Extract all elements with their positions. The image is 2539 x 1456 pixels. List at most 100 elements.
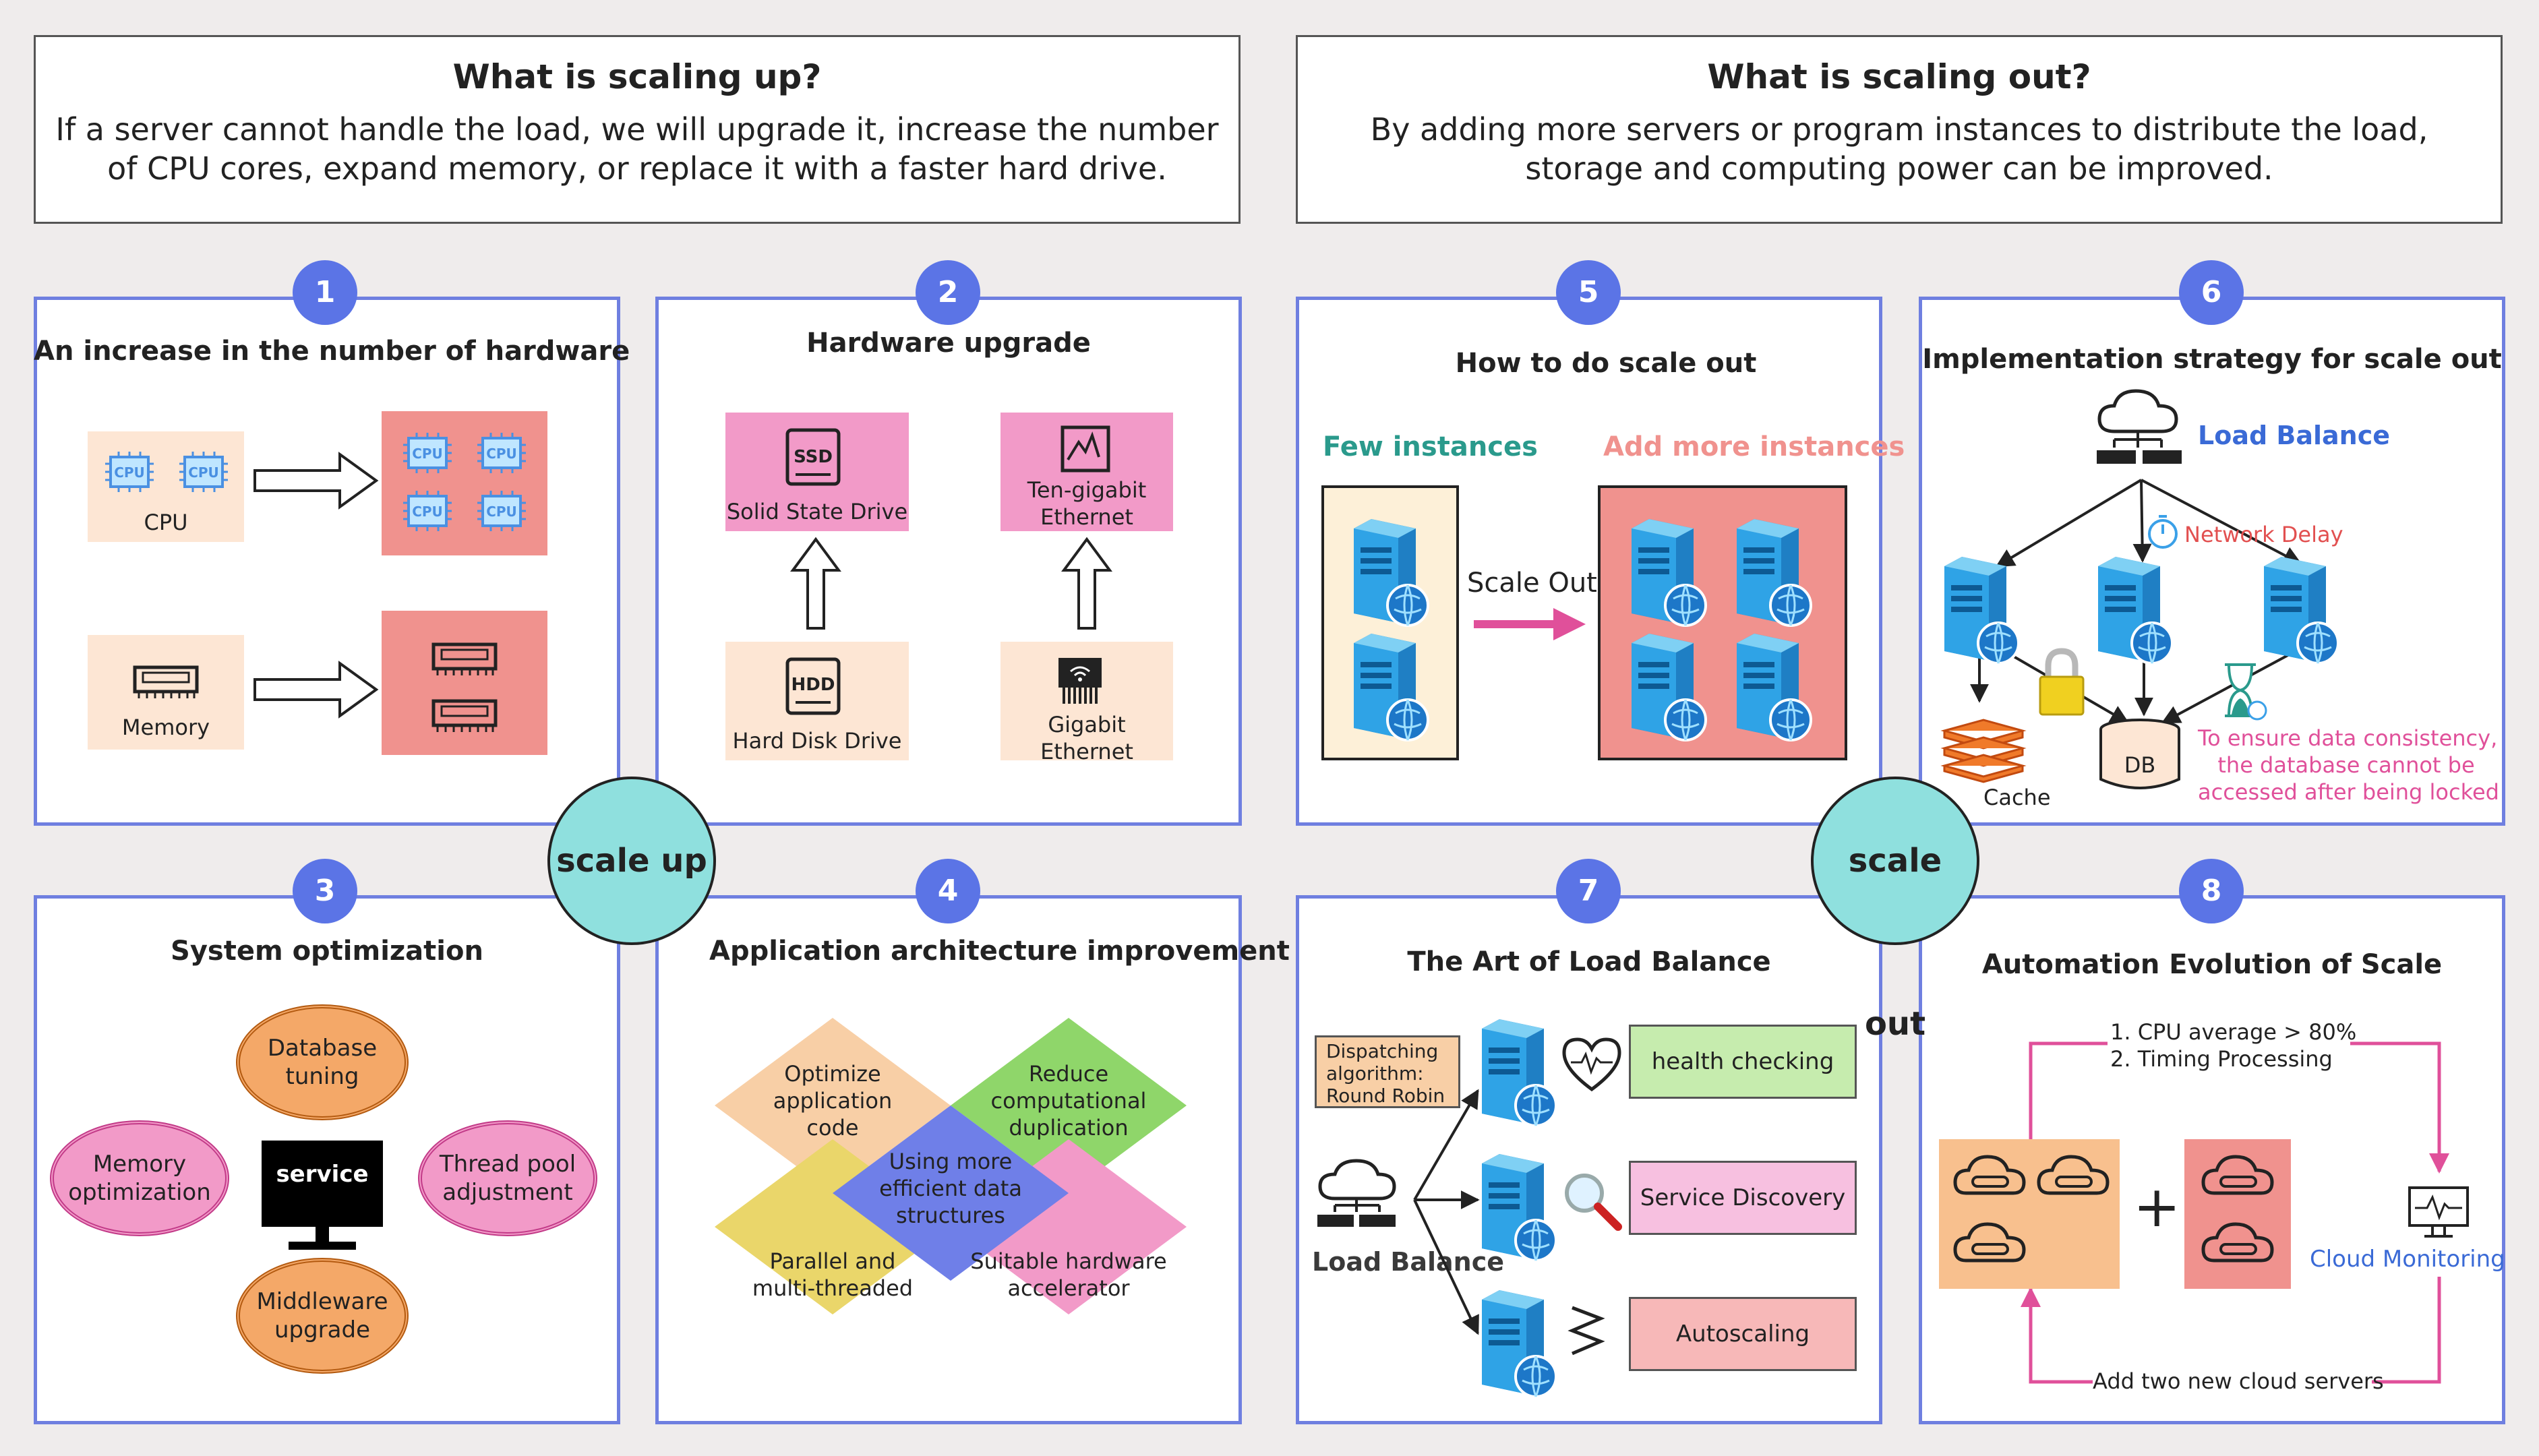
accelerator-line2: accelerator bbox=[1007, 1275, 1130, 1301]
cache-label: Cache bbox=[1983, 785, 2051, 810]
gigabit-label-2: Ethernet bbox=[1040, 739, 1133, 764]
ssd-label: Solid State Drive bbox=[726, 499, 908, 524]
memory-icon bbox=[434, 701, 496, 732]
heartbeat-icon bbox=[1562, 1037, 1621, 1092]
architecture-diamond-grid bbox=[715, 1018, 1187, 1314]
scale-up-header: What is scaling up? If a server cannot h… bbox=[34, 35, 1241, 224]
reduce-dup-line3: duplication bbox=[1009, 1115, 1129, 1141]
badge-7: 7 bbox=[1556, 859, 1621, 923]
svg-text:SSD: SSD bbox=[794, 447, 833, 467]
add-servers-label: Add two new cloud servers bbox=[2093, 1368, 2384, 1394]
right-arrow-icon bbox=[253, 452, 379, 510]
consistency-note-1: To ensure data consistency, bbox=[2198, 725, 2498, 751]
cpu-label: CPU bbox=[144, 510, 188, 535]
hdd-icon: HDD bbox=[785, 657, 841, 715]
pink-arrow-icon bbox=[1474, 608, 1586, 640]
cpu-upgraded-box bbox=[382, 411, 547, 555]
scale-up-desc-line2: of CPU cores, expand memory, or replace … bbox=[107, 150, 1167, 187]
badge-1: 1 bbox=[293, 260, 357, 325]
panel-5-title: How to do scale out bbox=[1455, 348, 1757, 379]
gigabit-label-1: Gigabit bbox=[1048, 712, 1126, 737]
service-label: service bbox=[276, 1161, 369, 1188]
server-icon bbox=[2097, 555, 2174, 665]
ten-gigabit-label-1: Ten-gigabit bbox=[1027, 477, 1147, 503]
scale-out-desc-line1: By adding more servers or program instan… bbox=[1370, 111, 2428, 148]
badge-4: 4 bbox=[916, 859, 980, 923]
health-checking-box[interactable]: health checking bbox=[1629, 1025, 1857, 1099]
ssd-box bbox=[725, 413, 909, 531]
parallel-line1: Parallel and bbox=[769, 1248, 896, 1274]
wifi-router-icon bbox=[1058, 658, 1102, 704]
cpu-chip-icon: CPU bbox=[104, 450, 155, 493]
more-instances-label: Add more instances bbox=[1603, 431, 1905, 462]
optimize-code-line1: Optimize bbox=[784, 1061, 881, 1087]
cloud-server-icon bbox=[1955, 1154, 2025, 1194]
thread-pool-line2: adjustment bbox=[442, 1179, 573, 1206]
scale-up-title: What is scaling up? bbox=[452, 57, 822, 96]
ten-gigabit-label-2: Ethernet bbox=[1040, 504, 1133, 530]
panel-3-title: System optimization bbox=[171, 936, 483, 967]
consistency-note-3: accessed after being locked bbox=[2198, 779, 2499, 805]
scale-out-title: What is scaling out? bbox=[1707, 57, 2091, 96]
cloud-monitoring-label: Cloud Monitoring bbox=[2310, 1246, 2505, 1273]
scale-out-arrow-label: Scale Out bbox=[1467, 568, 1597, 599]
magnifier-icon bbox=[1565, 1174, 1622, 1231]
svg-text:CPU: CPU bbox=[188, 464, 219, 481]
monitor-icon bbox=[262, 1141, 383, 1250]
autoscaling-label: Autoscaling bbox=[1675, 1321, 1810, 1347]
algorithm-line2: algorithm: bbox=[1326, 1062, 1424, 1085]
cloud-server-icon bbox=[2203, 1221, 2273, 1262]
service-discovery-box[interactable]: Service Discovery bbox=[1629, 1161, 1857, 1235]
svg-text:CPU: CPU bbox=[486, 504, 517, 520]
server-icon bbox=[1481, 1289, 1557, 1398]
middleware-line1: Middleware bbox=[256, 1288, 388, 1315]
cloud-server-icon bbox=[1955, 1221, 2025, 1262]
server-icon bbox=[1735, 518, 1812, 627]
condition-line1: 1. CPU average > 80% bbox=[2110, 1019, 2357, 1045]
right-arrow-icon bbox=[253, 661, 379, 719]
lb-label: Load Balance bbox=[1312, 1247, 1505, 1277]
lb-branch-arrows bbox=[1413, 1089, 1480, 1335]
panel-7-title: The Art of Load Balance bbox=[1407, 946, 1771, 977]
cpu-chip-icon: CPU bbox=[402, 431, 453, 475]
algorithm-line3: Round Robin bbox=[1326, 1085, 1445, 1107]
load-balance-label: Load Balance bbox=[2198, 421, 2391, 450]
load-balancer-cloud-icon bbox=[1317, 1159, 1396, 1227]
svg-text:CPU: CPU bbox=[486, 446, 517, 462]
scale-out-desc-line2: storage and computing power can be impro… bbox=[1525, 150, 2273, 187]
server-icon bbox=[1630, 632, 1707, 741]
thread-pool-line1: Thread pool bbox=[439, 1151, 576, 1178]
efficient-ds-line2: efficient data bbox=[879, 1176, 1022, 1201]
server-icon bbox=[1481, 1018, 1557, 1127]
cpu-chip-icon: CPU bbox=[476, 431, 527, 475]
new-servers-box bbox=[2184, 1139, 2291, 1289]
lock-icon bbox=[2039, 648, 2085, 716]
condition-line2: 2. Timing Processing bbox=[2110, 1046, 2333, 1072]
server-icon bbox=[1735, 632, 1812, 741]
svg-text:HDD: HDD bbox=[791, 675, 835, 695]
efficient-ds-line3: structures bbox=[896, 1203, 1005, 1228]
consistency-note-2: the database cannot be bbox=[2217, 752, 2475, 778]
panel-6-title: Implementation strategy for scale out bbox=[1922, 344, 2502, 375]
mem-opt-line2: optimization bbox=[68, 1179, 211, 1206]
network-graph-icon bbox=[1061, 425, 1110, 473]
health-checking-label: health checking bbox=[1651, 1048, 1834, 1075]
autoscaling-box[interactable]: Autoscaling bbox=[1629, 1297, 1857, 1371]
db-label: DB bbox=[2124, 752, 2156, 778]
panel-1-title: An increase in the number of hardware bbox=[34, 336, 630, 367]
server-icon bbox=[1630, 518, 1707, 627]
reduce-dup-line2: computational bbox=[990, 1088, 1147, 1114]
scale-out-hub: scale out bbox=[1811, 777, 1979, 1043]
svg-text:CPU: CPU bbox=[412, 504, 443, 520]
optimize-code-line3: code bbox=[806, 1115, 859, 1141]
panel-2-title: Hardware upgrade bbox=[806, 328, 1091, 359]
scale-out-header: What is scaling out? By adding more serv… bbox=[1296, 35, 2503, 224]
optimize-code-line2: application bbox=[773, 1088, 893, 1114]
memory-icon bbox=[135, 667, 197, 698]
badge-6: 6 bbox=[2179, 260, 2244, 325]
memory-label: Memory bbox=[121, 715, 210, 740]
